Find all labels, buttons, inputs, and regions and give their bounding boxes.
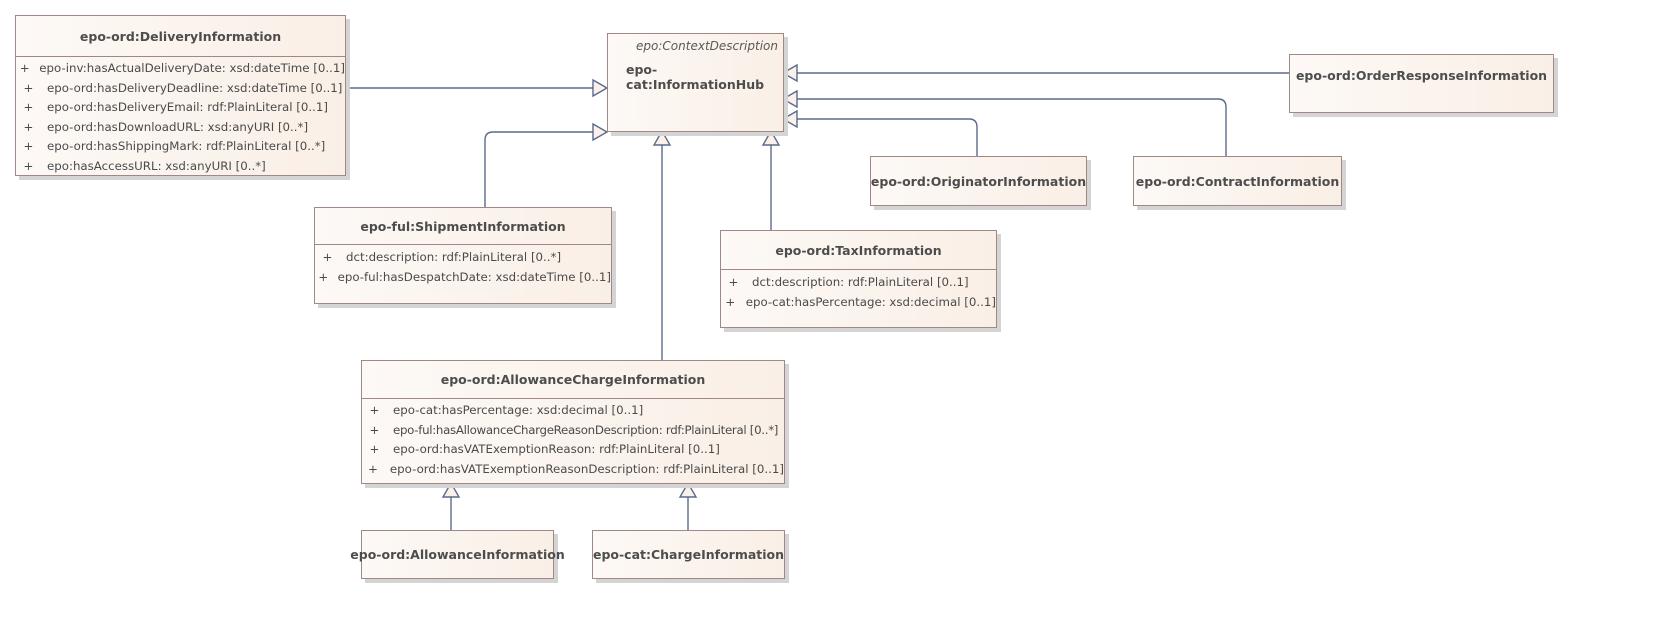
visibility-marker: +	[23, 100, 34, 114]
class-order-response-information[interactable]: epo-ord:OrderResponseInformation	[1289, 54, 1554, 113]
class-tax-information[interactable]: epo-ord:TaxInformation + dct:description:…	[720, 230, 997, 328]
attribute-list: + epo-inv:hasActualDeliveryDate: xsd:date…	[16, 57, 345, 176]
attribute-text: epo-ful:hasAllowanceChargeReasonDescript…	[393, 422, 779, 437]
generalization-contract-to-hub[interactable]	[797, 98, 1227, 156]
attribute-list: + dct:description: rdf:PlainLiteral [0..1…	[721, 270, 996, 312]
class-name: epo-ord:OrderResponseInformation	[1295, 68, 1548, 83]
visibility-marker: +	[19, 61, 30, 75]
attribute-row[interactable]: + epo-ful:hasAllowanceChargeReasonDescrip…	[362, 421, 784, 441]
class-allowance-charge-information[interactable]: epo-ord:AllowanceChargeInformation + epo-…	[361, 360, 785, 484]
attribute-row[interactable]: + epo-cat:hasPercentage: xsd:decimal [0..…	[721, 293, 996, 313]
visibility-marker: +	[369, 442, 380, 456]
class-delivery-information[interactable]: epo-ord:DeliveryInformation + epo-inv:has…	[15, 15, 346, 176]
attribute-text: epo-ful:hasDespatchDate: xsd:dateTime [0…	[337, 269, 611, 284]
arrowhead-originator	[781, 109, 798, 129]
visibility-marker: +	[369, 403, 380, 417]
class-allowance-information[interactable]: epo-ord:AllowanceInformation	[350, 530, 565, 579]
attribute-list: + dct:description: rdf:PlainLiteral [0..*…	[315, 245, 611, 287]
attribute-text: epo-inv:hasActualDeliveryDate: xsd:dateT…	[39, 61, 345, 75]
attribute-text: dct:description: rdf:PlainLiteral [0..1]	[752, 275, 969, 289]
attribute-text: epo-ord:hasShippingMark: rdf:PlainLitera…	[47, 139, 326, 153]
attribute-row[interactable]: + epo-ord:hasDeliveryEmail: rdf:PlainLite…	[16, 98, 345, 118]
visibility-marker: +	[23, 119, 34, 134]
attribute-row[interactable]: + epo-ord:hasDeliveryDeadline: xsd:dateTi…	[16, 79, 345, 99]
attribute-row[interactable]: + epo-ful:hasDespatchDate: xsd:dateTime […	[315, 268, 611, 288]
attribute-text: epo:hasAccessURL: xsd:anyURI [0..*]	[47, 158, 266, 173]
visibility-marker: +	[23, 158, 34, 173]
class-information-hub[interactable]: epo:ContextDescription epo-cat:Informati…	[607, 33, 784, 132]
attribute-text: epo-ord:hasDownloadURL: xsd:anyURI [0..*…	[47, 119, 309, 134]
arrowhead-contract	[781, 89, 798, 109]
class-name: epo-ful:ShipmentInformation	[315, 208, 611, 245]
arrowhead-allowancecharge	[652, 129, 672, 146]
arrowhead-tax	[761, 129, 781, 146]
visibility-marker: +	[318, 269, 329, 284]
attribute-row[interactable]: + epo-ord:hasDownloadURL: xsd:anyURI [0..…	[16, 118, 345, 138]
attribute-row[interactable]: + epo-cat:hasPercentage: xsd:decimal [0..…	[362, 401, 784, 421]
class-name: epo-ord:DeliveryInformation	[16, 16, 345, 57]
attribute-text: epo-ord:hasVATExemptionReasonDescription…	[389, 461, 784, 476]
class-originator-information[interactable]: epo-ord:OriginatorInformation	[870, 156, 1087, 206]
attribute-text: dct:description: rdf:PlainLiteral [0..*]	[346, 250, 562, 264]
arrowhead-allowance	[441, 481, 461, 498]
class-charge-information[interactable]: epo-cat:ChargeInformation	[592, 530, 785, 579]
class-name: epo-cat:ChargeInformation	[592, 547, 785, 562]
generalization-shipment-to-hub[interactable]	[484, 131, 593, 207]
attribute-row[interactable]: + epo-ord:hasVATExemptionReasonDescriptio…	[362, 460, 784, 480]
arrowhead-shipment	[592, 122, 609, 142]
arrowhead-charge	[678, 481, 698, 498]
attribute-row[interactable]: + epo-inv:hasActualDeliveryDate: xsd:date…	[16, 59, 345, 79]
stereotype-label: epo:ContextDescription	[636, 39, 778, 53]
generalization-originator-to-hub[interactable]	[797, 118, 978, 156]
attribute-text: epo-cat:hasPercentage: xsd:decimal [0..1…	[393, 403, 644, 417]
visibility-marker: +	[368, 461, 378, 476]
attribute-row[interactable]: + epo:hasAccessURL: xsd:anyURI [0..*]	[16, 157, 345, 177]
class-name: epo-ord:AllowanceInformation	[350, 547, 565, 562]
attribute-text: epo-ord:hasDeliveryDeadline: xsd:dateTim…	[47, 80, 343, 95]
attribute-text: epo-ord:hasVATExemptionReason: rdf:Plain…	[393, 442, 720, 456]
class-shipment-information[interactable]: epo-ful:ShipmentInformation + dct:descrip…	[314, 207, 612, 304]
visibility-marker: +	[728, 275, 739, 289]
arrowhead-delivery	[592, 78, 609, 98]
visibility-marker: +	[23, 139, 34, 153]
attribute-row[interactable]: + dct:description: rdf:PlainLiteral [0..*…	[315, 248, 611, 268]
attribute-row[interactable]: + dct:description: rdf:PlainLiteral [0..1…	[721, 273, 996, 293]
visibility-marker: +	[369, 422, 380, 437]
class-name: epo-ord:AllowanceChargeInformation	[362, 361, 784, 399]
class-name: epo-cat:InformationHub	[626, 62, 765, 92]
attribute-text: epo-cat:hasPercentage: xsd:decimal [0..1…	[745, 294, 996, 309]
attribute-list: + epo-cat:hasPercentage: xsd:decimal [0..…	[362, 399, 784, 479]
attribute-text: epo-ord:hasDeliveryEmail: rdf:PlainLiter…	[47, 100, 329, 114]
class-name: epo-ord:ContractInformation	[1135, 173, 1340, 189]
visibility-marker: +	[23, 80, 34, 95]
class-name: epo-ord:TaxInformation	[721, 231, 996, 270]
class-name: epo-ord:OriginatorInformation	[870, 173, 1087, 189]
class-contract-information[interactable]: epo-ord:ContractInformation	[1133, 156, 1342, 206]
arrowhead-orderresponse	[781, 63, 798, 83]
attribute-row[interactable]: + epo-ord:hasVATExemptionReason: rdf:Plai…	[362, 440, 784, 460]
visibility-marker: +	[725, 294, 736, 309]
attribute-row[interactable]: + epo-ord:hasShippingMark: rdf:PlainLiter…	[16, 137, 345, 157]
visibility-marker: +	[322, 250, 333, 264]
